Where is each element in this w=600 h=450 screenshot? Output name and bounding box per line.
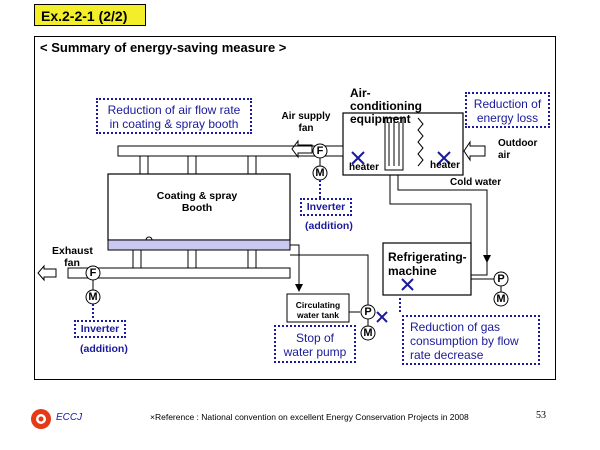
eccj-logo-icon (31, 409, 51, 429)
diagram-frame (34, 36, 556, 380)
note-water-pump: Stop of water pump (274, 325, 356, 363)
supply-direction-arrow (291, 139, 313, 159)
circulating-tank-label: Circulating water tank (295, 300, 341, 320)
note-energy-loss: Reduction of energy loss (465, 92, 550, 128)
cold-water-supply-pipe (389, 175, 472, 243)
page-number: 53 (536, 410, 546, 421)
eccj-logo-text: ECCJ (56, 412, 83, 423)
chiller-motor-letter: M (496, 293, 506, 305)
heater-right-label: heater (430, 160, 461, 171)
note-air-flow: Reduction of air flow rate in coating & … (96, 98, 252, 134)
water-pump-letter: P (364, 306, 372, 318)
exhaust-arrow (37, 264, 57, 282)
refrigerating-machine-box (382, 242, 472, 296)
supply-fan-letter: F (316, 145, 324, 157)
cold-water-label: Cold water (450, 177, 502, 188)
supply-duct (117, 145, 344, 157)
chiller-pump-motor (493, 291, 509, 307)
exhaust-motor-letter: M (88, 291, 98, 303)
refrigerating-machine-label: Refrigerating-machine (388, 250, 467, 278)
outdoor-air-arrow (463, 140, 486, 162)
heater-left-label: heater (349, 162, 380, 173)
inverter-bottom-box: Inverter (74, 320, 126, 338)
water-pump-x (376, 311, 388, 323)
coating-booth (107, 173, 291, 241)
cold-water-return-pipe (397, 175, 488, 276)
booth-label: Coating & spray Booth (156, 190, 238, 214)
exhaust-duct (67, 267, 291, 279)
outdoor-air-label: Outdoor air (498, 138, 538, 161)
booth-water-band (107, 239, 291, 251)
slide-subtitle: < Summary of energy-saving measure > (40, 40, 287, 55)
drain-pipe (290, 244, 300, 290)
ac-equipment-label: Air-conditioning equipment (350, 86, 422, 126)
exhaust-fan-label: Exhaust fan (52, 245, 93, 269)
inverter-top-box: Inverter (300, 198, 352, 216)
note-gas-consumption: Reduction of gas consumption by flow rat… (402, 315, 540, 365)
addition-bottom-label: (addition) (80, 343, 128, 355)
exhaust-fan-letter: F (89, 267, 97, 279)
circulating-water-tank (286, 293, 350, 323)
heater-left-x (351, 151, 365, 165)
footer-reference: ×Reference : National convention on exce… (150, 412, 469, 422)
refrigerating-machine-x (401, 278, 414, 291)
addition-top-label: (addition) (305, 220, 353, 232)
supply-motor-letter: M (315, 167, 325, 179)
water-motor-letter: M (363, 327, 373, 339)
water-pump-motor (360, 325, 376, 341)
slide-title: Ex.2-2-1 (2/2) (34, 4, 146, 26)
heater-right-x (437, 151, 451, 165)
filter (417, 117, 424, 167)
air-supply-fan-label: Air supply fan (281, 111, 331, 134)
chiller-pump-letter: P (497, 273, 505, 285)
